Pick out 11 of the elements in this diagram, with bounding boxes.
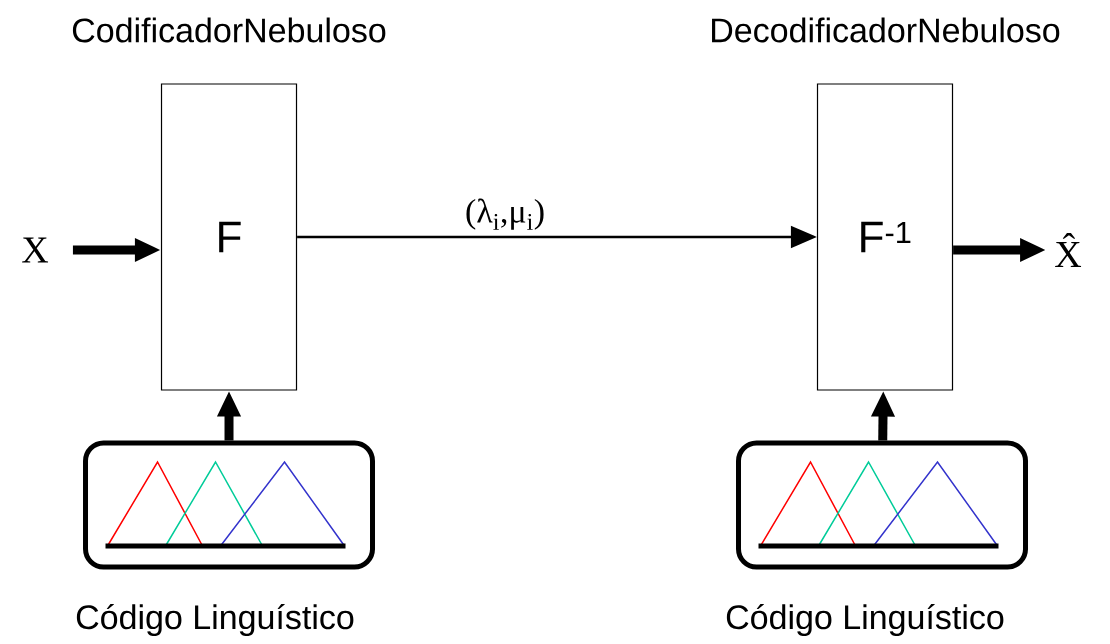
process-box: F$^{-1}$ xyxy=(816,83,954,391)
node-label: Código Linguístico xyxy=(726,603,1004,637)
node-label: DecodificadorNebuloso xyxy=(712,17,1060,43)
math-symbol: X xyxy=(22,237,49,263)
edge-label: (λ$_{i}$,μ$_{i}$) xyxy=(464,197,547,231)
membership-function-drawing xyxy=(83,440,375,570)
math-symbol: X̂ xyxy=(1055,233,1082,267)
membership-function-drawing xyxy=(736,440,1028,570)
node-label: CodificadorNebuloso xyxy=(72,17,386,43)
process-box: F xyxy=(160,83,298,391)
node-label: Código Linguístico xyxy=(76,603,354,637)
